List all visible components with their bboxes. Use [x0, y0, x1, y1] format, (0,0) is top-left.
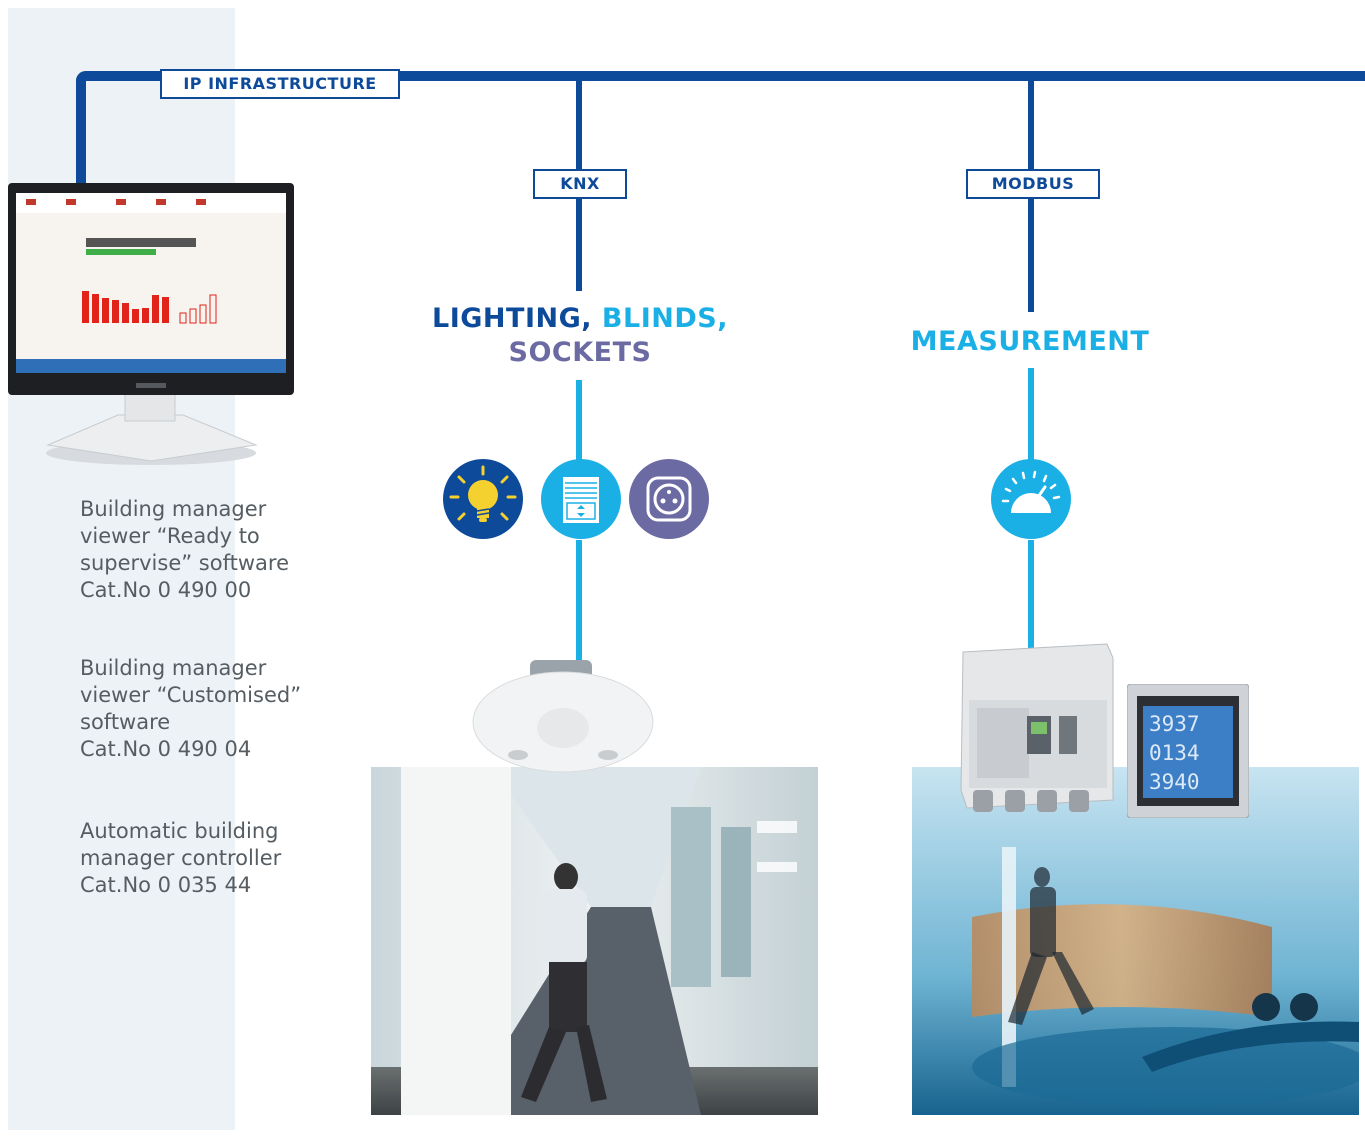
- knx-connector-top: [576, 380, 582, 460]
- light-bulb-icon: [443, 459, 523, 539]
- desc-catno: Cat.No 0 490 04: [80, 737, 252, 761]
- modbus-connector-bottom: [1028, 540, 1034, 650]
- meter-display: 3937 0134 3940: [1149, 710, 1229, 797]
- desc-line: viewer “Ready to: [80, 524, 260, 548]
- office-corridor-photo: [371, 767, 818, 1115]
- gauge-icon: [991, 459, 1071, 539]
- power-meter-image: 3937 0134 3940: [1127, 684, 1249, 818]
- modbus-connector-top: [1028, 368, 1034, 460]
- heading-blinds: BLINDS,: [601, 303, 728, 334]
- ceiling-detector-image: [468, 660, 658, 780]
- software-customised: Building manager viewer “Customised” sof…: [80, 655, 301, 763]
- socket-icon: [629, 459, 709, 539]
- desc-line: software: [80, 710, 171, 734]
- measurement-photo: [912, 767, 1359, 1115]
- modbus-label: MODBUS: [966, 169, 1100, 199]
- meter-reading: 3940: [1149, 770, 1200, 794]
- desc-line: Automatic building: [80, 819, 279, 843]
- measurement-heading: MEASUREMENT: [910, 326, 1150, 357]
- automatic-controller: Automatic building manager controller Ca…: [80, 818, 281, 899]
- desc-line: Building manager: [80, 497, 267, 521]
- software-ready-to-supervise: Building manager viewer “Ready to superv…: [80, 496, 289, 604]
- knx-heading: LIGHTING, BLINDS, SOCKETS: [400, 302, 760, 370]
- heading-lighting: LIGHTING,: [432, 303, 593, 334]
- blinds-icon: [541, 459, 621, 539]
- knx-connector-bottom: [576, 540, 582, 660]
- ip-bus-line: [76, 71, 1365, 81]
- desc-line: manager controller: [80, 846, 282, 870]
- desc-line: viewer “Customised”: [80, 683, 302, 707]
- meter-reading: 0134: [1149, 741, 1200, 765]
- desc-line: supervise” software: [80, 551, 289, 575]
- meter-reading: 3937: [1149, 712, 1200, 736]
- ip-bus-drop-left: [76, 71, 86, 196]
- heading-sockets: SOCKETS: [508, 337, 652, 368]
- knx-label: KNX: [533, 169, 627, 199]
- desc-catno: Cat.No 0 490 00: [80, 578, 252, 602]
- monitor-image: [8, 183, 294, 473]
- ip-infrastructure-label: IP INFRASTRUCTURE: [160, 69, 400, 99]
- circuit-breaker-image: [957, 640, 1117, 822]
- desc-line: Building manager: [80, 656, 267, 680]
- desc-catno: Cat.No 0 035 44: [80, 873, 252, 897]
